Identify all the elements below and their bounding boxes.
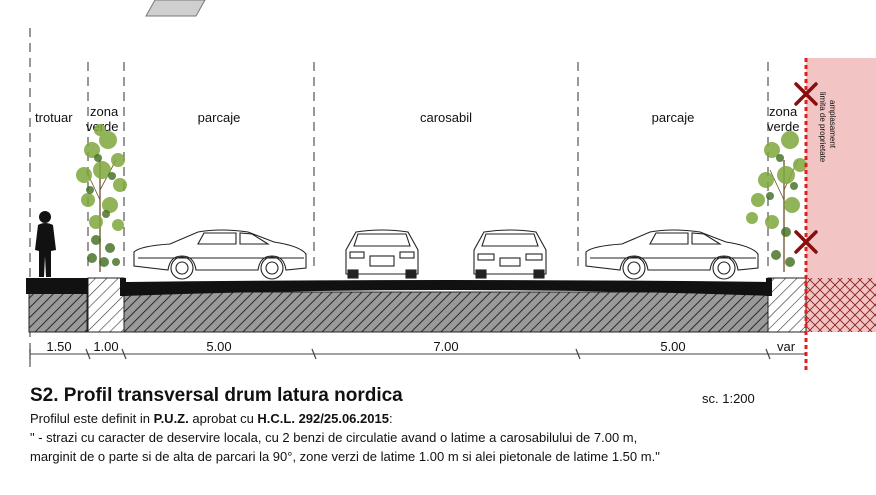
- dim-label-parcaje-left: 5.00: [206, 339, 231, 354]
- zone-label-trotuar: trotuar: [35, 110, 73, 125]
- tree-right: [746, 131, 807, 272]
- desc-hcl: H.C.L. 292/25.06.2015: [257, 411, 389, 426]
- zone-label-carosabil: carosabil: [420, 110, 472, 125]
- desc-l1-suffix: :: [388, 411, 393, 426]
- zone-label-parcaje-right: parcaje: [652, 110, 695, 125]
- parked-car-right: [585, 229, 759, 280]
- dim-label-zona-verde: 1.00: [93, 339, 118, 354]
- property-limit-label-l2: amplasament: [828, 100, 837, 149]
- pedestrian-figure: [35, 211, 56, 277]
- description-line-2: " - strazi cu caracter de deservire loca…: [30, 430, 638, 445]
- top-fragment-shape: [145, 0, 206, 17]
- road-curb-right: [766, 278, 772, 296]
- sidewalk-base: [28, 291, 88, 333]
- dim-label-var: var: [777, 339, 796, 354]
- private-property-zone: [806, 58, 876, 278]
- zone-label-zona-verde-right-l1: zona: [769, 104, 798, 119]
- property-limit-label: limita de proprietate amplasament: [818, 92, 837, 165]
- dimension-line: [29, 348, 806, 360]
- description-line-3: marginit de o parte si de alta de parcar…: [30, 449, 660, 464]
- scale-label: sc. 1:200: [702, 391, 755, 406]
- car-rear-view: [473, 229, 547, 279]
- sidewalk-surface: [26, 278, 88, 294]
- green-strip-left-base: [87, 277, 125, 333]
- zone-label-zona-verde-right: zona verde: [767, 104, 801, 134]
- road-base: [123, 291, 769, 333]
- zone-label-zona-verde-left-l1: zona: [90, 104, 119, 119]
- description-line-1: Profilul este definit in P.U.Z. aprobat …: [30, 409, 870, 428]
- road-surface: [120, 278, 772, 296]
- green-strip-right-base: [767, 277, 807, 333]
- zone-label-zona-verde-right-l2: verde: [767, 119, 800, 134]
- dim-label-parcaje-right: 5.00: [660, 339, 685, 354]
- desc-l1-mid: aprobat cu: [188, 411, 258, 426]
- description: Profilul este definit in P.U.Z. aprobat …: [30, 409, 870, 466]
- road-curb-left: [120, 278, 126, 296]
- desc-puz: P.U.Z.: [153, 411, 189, 426]
- zone-label-parcaje-left: parcaje: [198, 110, 241, 125]
- desc-l1-prefix: Profilul este definit in: [30, 411, 154, 426]
- section-title: S2. Profil transversal drum latura nordi…: [30, 385, 403, 406]
- dim-label-trotuar: 1.50: [46, 339, 71, 354]
- private-property-ground: [806, 278, 876, 332]
- parked-car-left: [133, 229, 307, 280]
- property-limit-label-l1: limita de proprietate: [818, 92, 827, 163]
- property-limit-line: [794, 58, 818, 372]
- tree-left: [76, 124, 127, 272]
- car-front-view: [345, 229, 419, 279]
- dim-label-carosabil: 7.00: [433, 339, 458, 354]
